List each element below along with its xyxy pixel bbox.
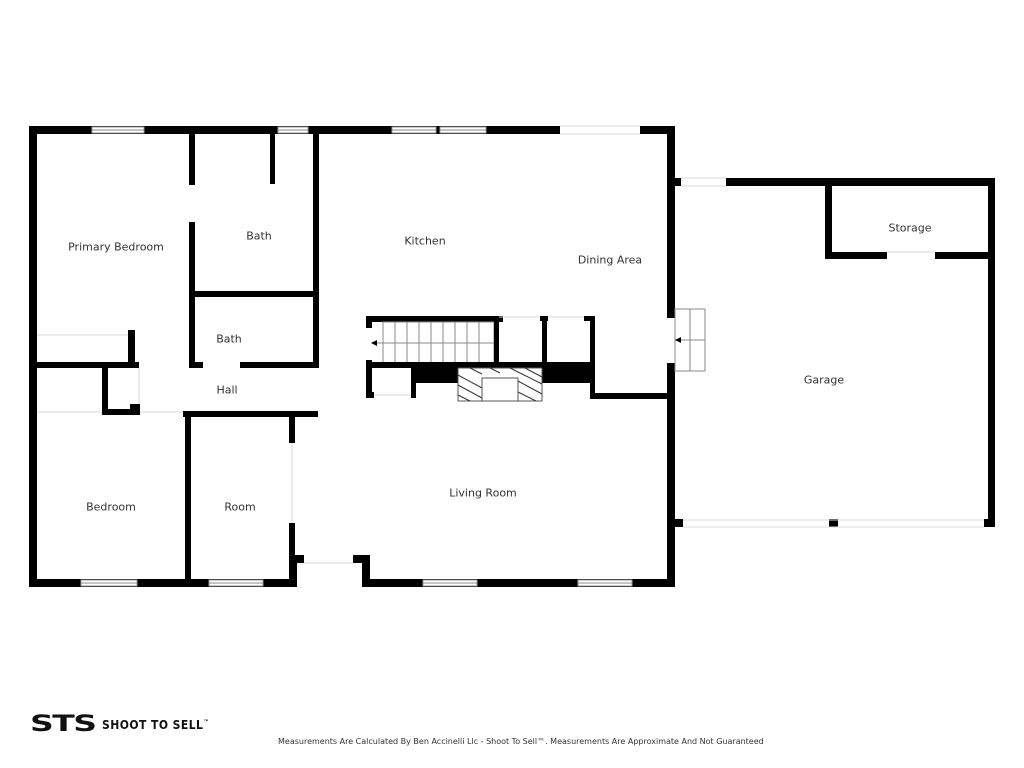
- room-label-bath: Bath: [246, 229, 272, 243]
- top-windows: [91, 125, 640, 135]
- room-label-hall: Hall: [216, 383, 238, 397]
- room-label-room: Room: [224, 500, 256, 514]
- trademark: ™: [203, 719, 210, 726]
- shoot-to-sell-logo: STS SHOOT TO SELL™: [30, 714, 221, 736]
- room-label-primary-bedroom: Primary Bedroom: [68, 240, 164, 254]
- room-label-garage: Garage: [803, 373, 845, 387]
- exterior-walls: [29, 126, 675, 587]
- interior-walls: [29, 130, 319, 587]
- sts-logo-mark: STS: [30, 712, 97, 737]
- garage-steps: [667, 308, 706, 372]
- bottom-windows: [80, 579, 633, 587]
- stairs-block: [366, 316, 675, 402]
- room-label-bath-2: Bath: [216, 332, 242, 346]
- step-arrow-icon: [675, 337, 681, 343]
- garage-walls: [675, 177, 995, 528]
- measurement-disclaimer: Measurements Are Calculated By Ben Accin…: [278, 737, 764, 746]
- room-label-living-room: Living Room: [449, 486, 517, 500]
- room-label-dining-area: Dining Area: [577, 253, 643, 267]
- stair-arrow-icon: [371, 340, 377, 346]
- logo-text: SHOOT TO SELL: [102, 718, 204, 732]
- room-label-storage: Storage: [888, 221, 932, 235]
- entry-door: [289, 555, 370, 587]
- room-label-kitchen: Kitchen: [404, 234, 446, 248]
- room-label-bedroom: Bedroom: [86, 500, 136, 514]
- logo-wordmark: SHOOT TO SELL™: [102, 718, 209, 732]
